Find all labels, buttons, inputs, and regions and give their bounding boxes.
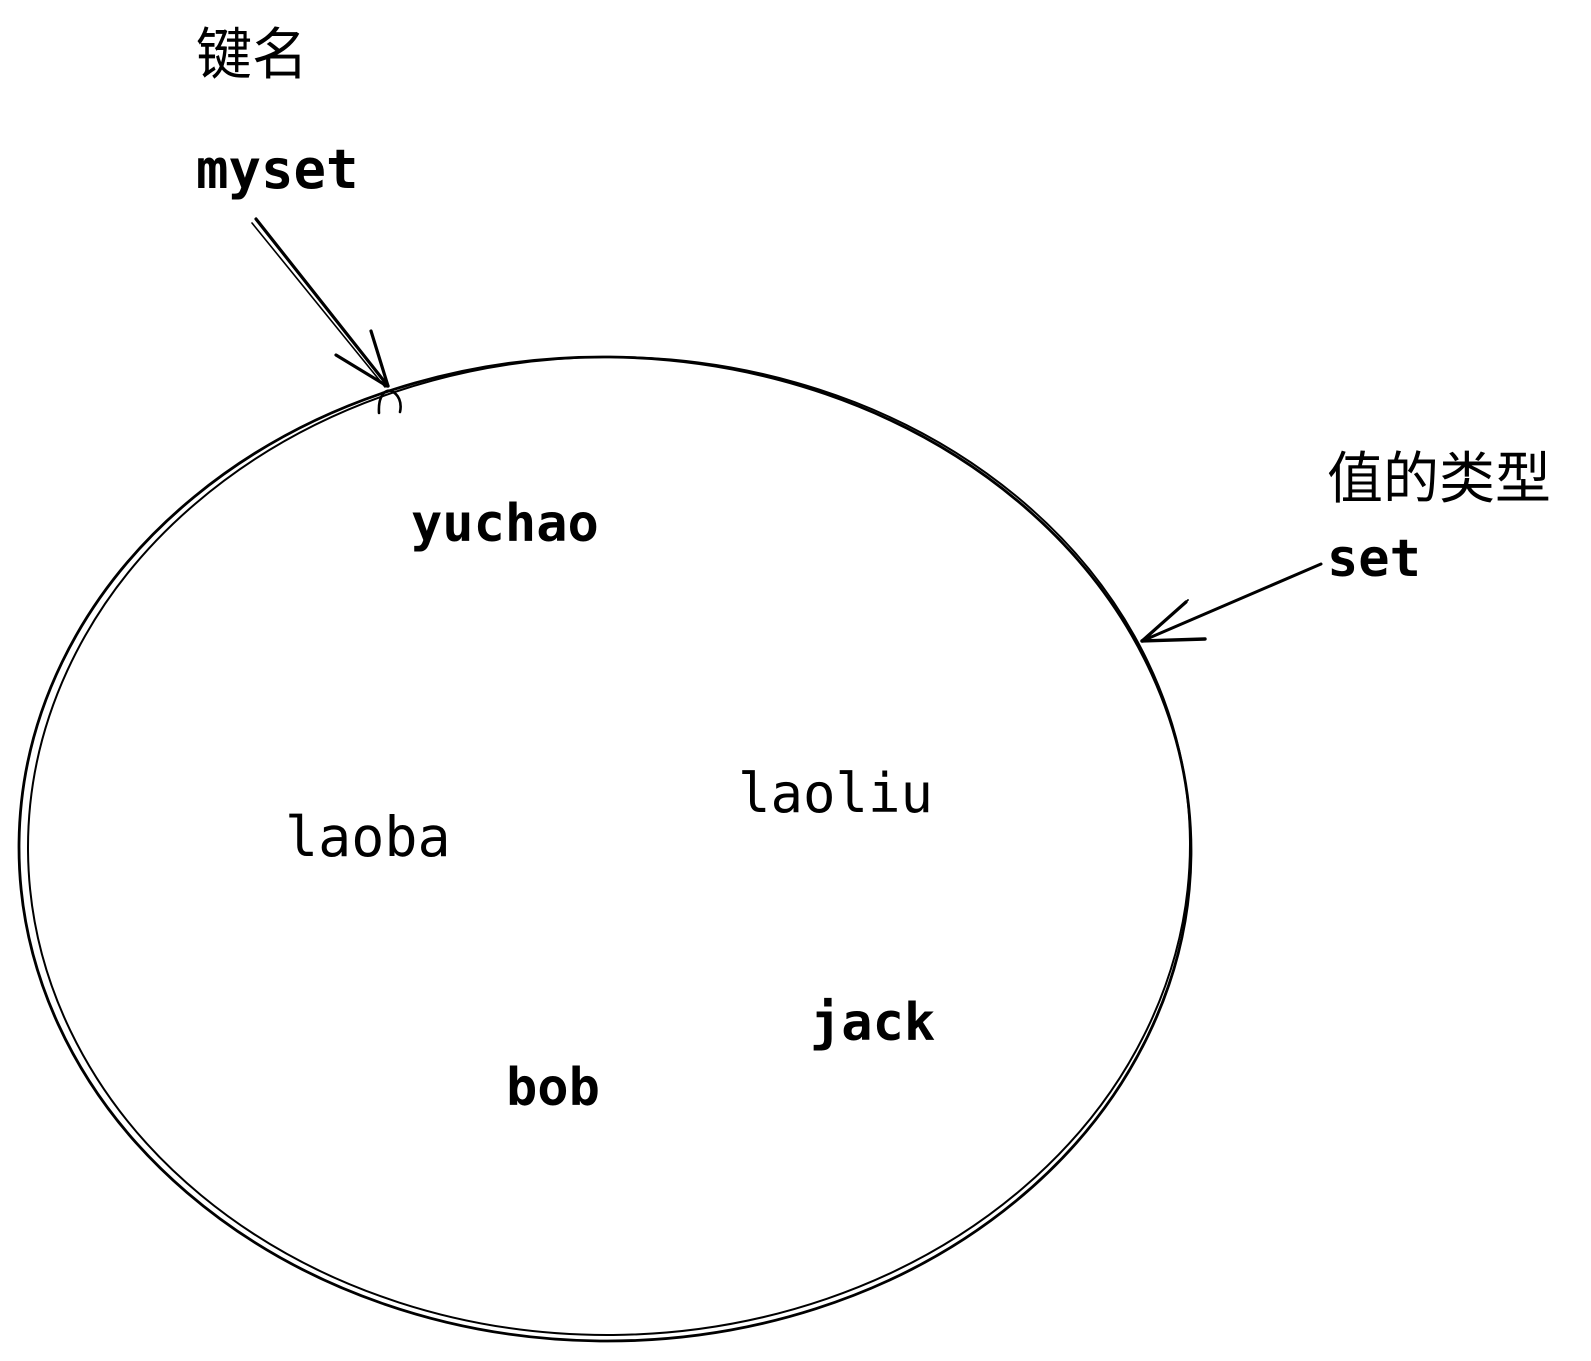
set-member: yuchao xyxy=(411,494,599,554)
key-name: myset xyxy=(196,138,359,201)
pen-squiggle xyxy=(377,389,402,415)
value-type-title: 值的类型 xyxy=(1327,447,1551,512)
set-member: laoba xyxy=(285,805,451,869)
key-arrow-icon xyxy=(251,217,390,388)
set-member: bob xyxy=(506,1058,600,1118)
key-title: 键名 xyxy=(196,23,308,88)
value-type-name: set xyxy=(1327,529,1421,589)
set-member: jack xyxy=(810,993,936,1053)
set-member: laoliu xyxy=(738,762,934,825)
set-ellipse xyxy=(17,355,1193,1343)
value-type-arrow-icon xyxy=(1140,562,1323,643)
